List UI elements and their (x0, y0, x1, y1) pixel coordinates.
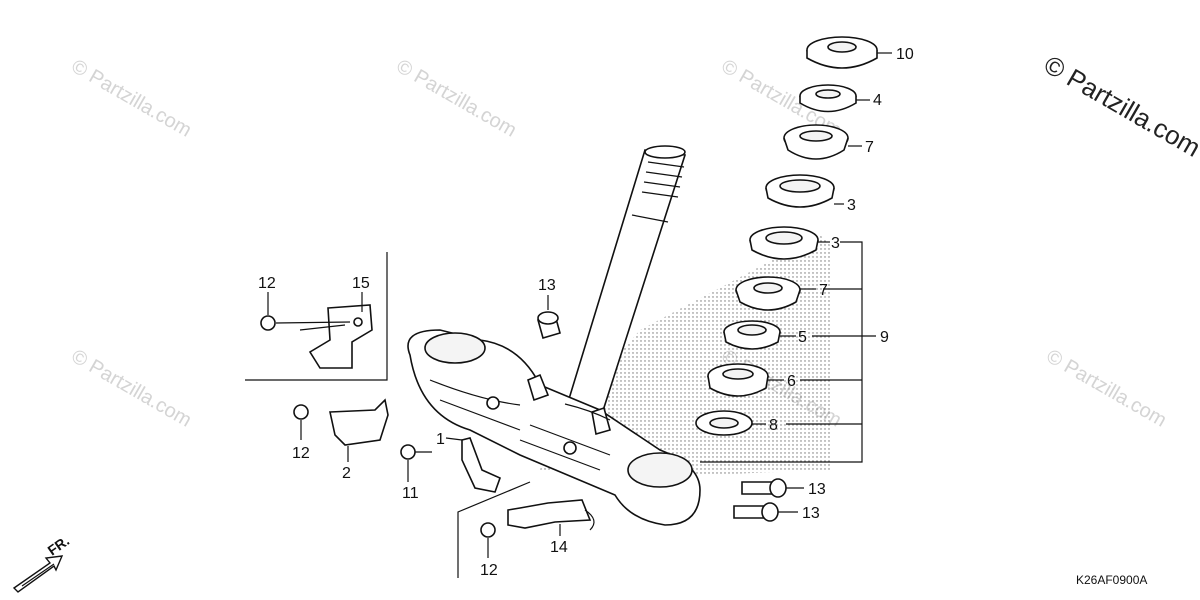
callout-12: 12 (292, 445, 310, 462)
callout-7: 7 (819, 282, 828, 299)
callout-9: 9 (880, 329, 889, 346)
part-3-race-lower (749, 226, 819, 260)
callout-13: 13 (538, 277, 556, 294)
callout-7: 7 (865, 139, 874, 156)
callout-13: 13 (802, 505, 820, 522)
detail-frame-14 (457, 481, 595, 578)
part-3-race-top (765, 174, 835, 208)
callout-12: 12 (480, 562, 498, 579)
part-8-washer (695, 410, 753, 436)
detail-frame-15 (245, 252, 388, 381)
callout-3: 3 (831, 235, 840, 252)
callout-14: 14 (550, 539, 568, 556)
watermark: © Partzilla.com (393, 55, 521, 141)
callout-6: 6 (787, 373, 796, 390)
callout-2: 2 (342, 465, 351, 482)
part-4-washer (799, 84, 857, 113)
callout-11: 11 (402, 485, 419, 502)
watermark-main: © Partzilla.com (1039, 49, 1200, 163)
callout-labels: 10 4 7 3 3 7 5 9 6 8 13 13 13 12 15 12 2… (258, 46, 914, 579)
part-7-bearing-top (783, 124, 849, 160)
part-2-bracket (293, 398, 389, 446)
part-10-lock-nut (806, 36, 878, 69)
callout-13: 13 (808, 481, 826, 498)
watermark: © Partzilla.com (1043, 345, 1171, 431)
direction-label: FR. (45, 532, 73, 558)
diagram-code: K26AF0900A (1076, 573, 1147, 587)
part-13-bolt-upper (741, 478, 787, 498)
callout-5: 5 (798, 329, 807, 346)
part-13-bolt-top (537, 311, 561, 339)
callout-10: 10 (896, 46, 914, 63)
front-direction-arrow: FR. (12, 532, 73, 593)
steering-stem-bridge (407, 329, 701, 526)
watermark: © Partzilla.com (68, 55, 196, 141)
callout-1: 1 (436, 431, 445, 448)
callout-12: 12 (258, 275, 276, 292)
part-11-bolt (400, 444, 432, 460)
part-6-dust-seal (707, 363, 769, 397)
leader-lines (267, 52, 892, 558)
part-13-bolt-lower (733, 502, 779, 522)
callout-15: 15 (352, 275, 370, 292)
part-1-bracket (445, 437, 502, 493)
part-5-seal (723, 320, 781, 350)
callout-4: 4 (873, 92, 882, 109)
callout-8: 8 (769, 417, 778, 434)
callout-3: 3 (847, 197, 856, 214)
part-7-bearing-lower (735, 276, 801, 311)
watermark: © Partzilla.com (68, 345, 196, 431)
